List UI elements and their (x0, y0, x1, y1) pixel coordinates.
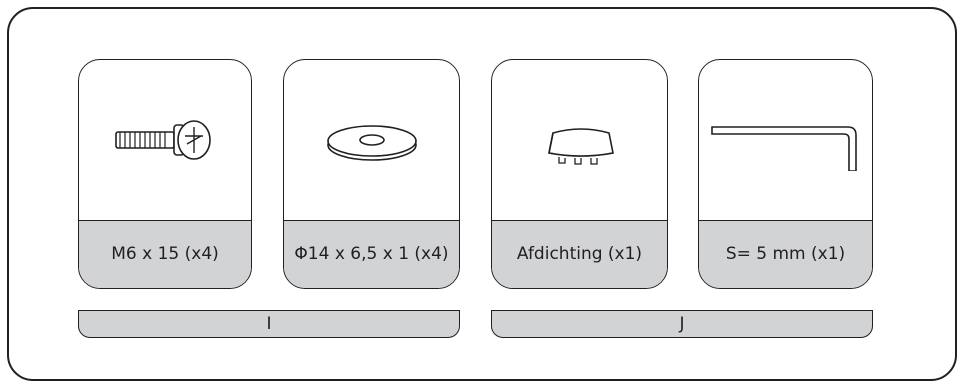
hardware-group-i: M6 x 15 (x4) Φ14 x 6,5 x 1 (x4) I (78, 59, 460, 338)
part-card-washer: Φ14 x 6,5 x 1 (x4) (283, 59, 460, 289)
part-label: S= 5 mm (x1) (699, 220, 872, 288)
part-card-hex-key: S= 5 mm (x1) (698, 59, 873, 289)
part-card-bolt: M6 x 15 (x4) (78, 59, 252, 289)
part-card-end-cap: Afdichting (x1) (491, 59, 668, 289)
group-label-bar: I (78, 310, 460, 338)
hex-key-icon (710, 126, 857, 171)
washer-icon (326, 125, 417, 161)
part-label: Afdichting (x1) (492, 220, 667, 288)
group-label-bar: J (491, 310, 873, 338)
part-label: Φ14 x 6,5 x 1 (x4) (284, 220, 459, 288)
bolt-icon (115, 120, 211, 160)
hardware-group-j: Afdichting (x1) S= 5 mm (x1) J (491, 59, 873, 338)
end-cap-icon (547, 128, 614, 165)
part-label: M6 x 15 (x4) (79, 220, 251, 288)
